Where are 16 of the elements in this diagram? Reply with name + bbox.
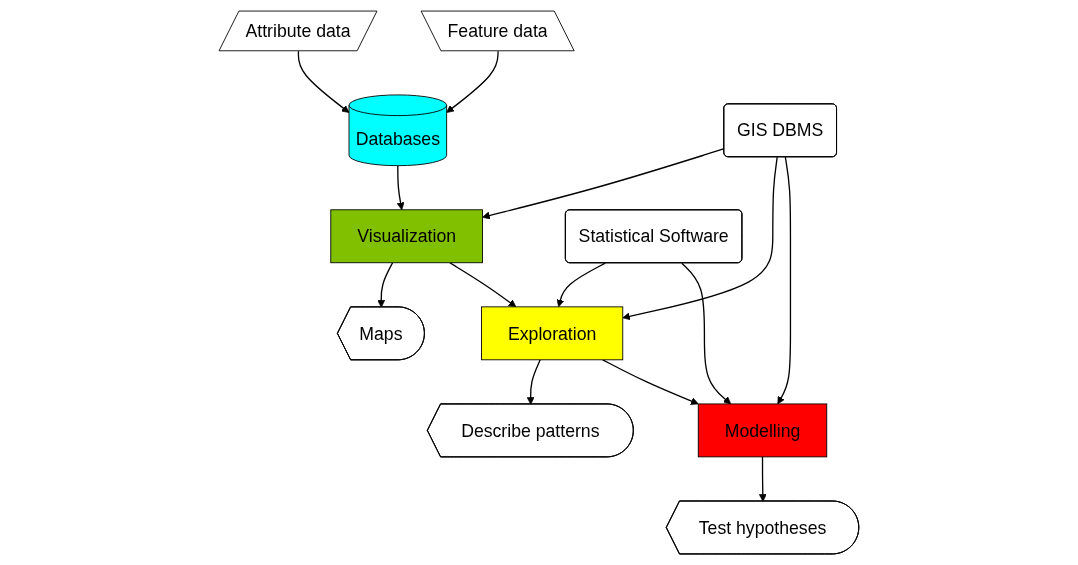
arrow (297, 50, 350, 113)
node-box: Modelling (697, 403, 828, 458)
arrow (377, 262, 394, 308)
arrow (622, 156, 778, 321)
arrow (396, 165, 405, 211)
arrow (777, 156, 792, 405)
arrow (602, 359, 699, 405)
node-box: Visualization (330, 209, 484, 264)
arrow (526, 359, 541, 405)
arrow (759, 456, 767, 502)
arrow (446, 50, 499, 113)
arrow (556, 262, 606, 308)
node-box: Exploration (481, 306, 624, 361)
arrow (482, 148, 725, 220)
arrow (449, 262, 517, 308)
arrow (681, 262, 732, 405)
